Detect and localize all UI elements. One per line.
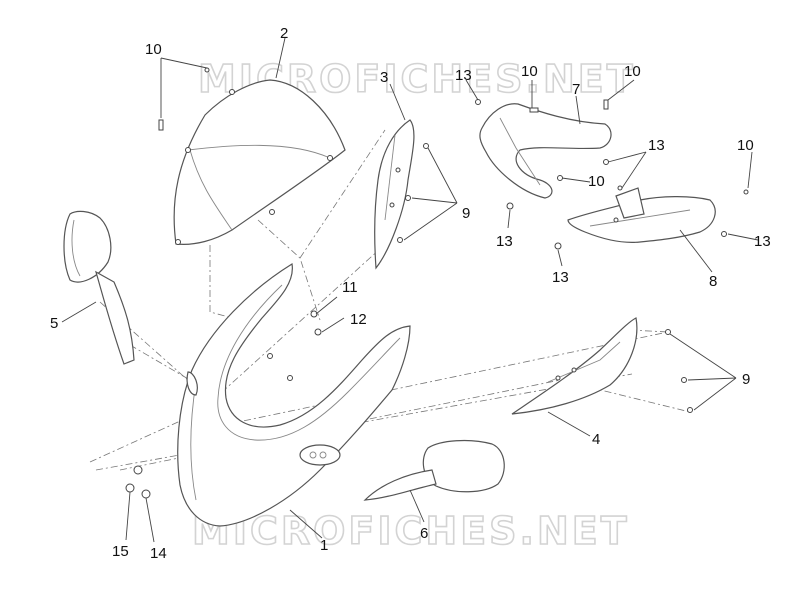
callout-13: 13 — [754, 233, 771, 250]
windscreen-part-2 — [173, 79, 346, 245]
front-fairing-part-1 — [177, 263, 411, 527]
callout-1: 1 — [320, 537, 328, 554]
callout-10: 10 — [145, 41, 162, 58]
callout-2: 2 — [280, 25, 288, 42]
right-mirror-part-6 — [363, 439, 505, 501]
callout-10: 10 — [624, 63, 641, 80]
callout-13: 13 — [648, 137, 665, 154]
inner-panel-part-3 — [374, 119, 415, 270]
left-mirror-part-5 — [63, 210, 135, 365]
callout-3: 3 — [380, 69, 388, 86]
callout-10: 10 — [737, 137, 754, 154]
callout-4: 4 — [592, 431, 600, 448]
callouts: 10 2 3 13 10 7 10 13 10 10 9 13 13 13 8 … — [50, 25, 771, 562]
callout-10: 10 — [588, 173, 605, 190]
callout-12: 12 — [350, 311, 367, 328]
callout-13: 13 — [455, 67, 472, 84]
callout-7: 7 — [572, 81, 580, 98]
callout-6: 6 — [420, 525, 428, 542]
callout-11: 11 — [342, 279, 358, 296]
callout-9: 9 — [462, 205, 470, 222]
callout-10: 10 — [521, 63, 538, 80]
leader-lines — [61, 37, 759, 543]
callout-8: 8 — [709, 273, 717, 290]
callout-14: 14 — [150, 545, 167, 562]
watermark-bottom: MICROFICHES.NET — [192, 509, 630, 553]
callout-13: 13 — [552, 269, 569, 286]
hardware — [125, 67, 749, 499]
bracket-part-7 — [479, 103, 612, 199]
bracket-part-8 — [567, 187, 716, 243]
callout-5: 5 — [50, 315, 58, 332]
callout-9: 9 — [742, 371, 750, 388]
callout-15: 15 — [112, 543, 129, 560]
side-panel-part-4 — [511, 317, 638, 415]
callout-13: 13 — [496, 233, 513, 250]
